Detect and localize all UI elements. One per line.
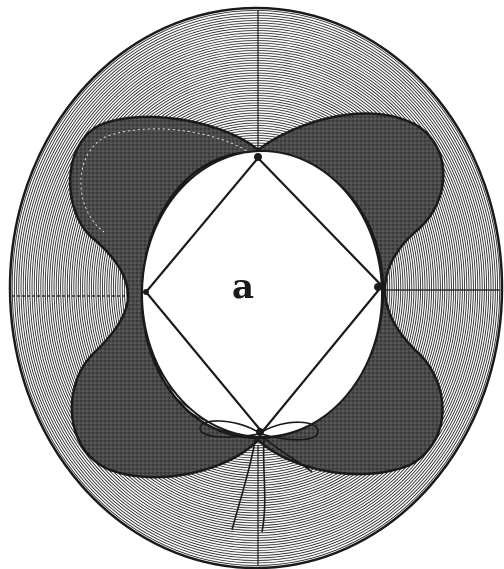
inner-opening (142, 151, 382, 437)
figure-label: a (232, 267, 254, 307)
